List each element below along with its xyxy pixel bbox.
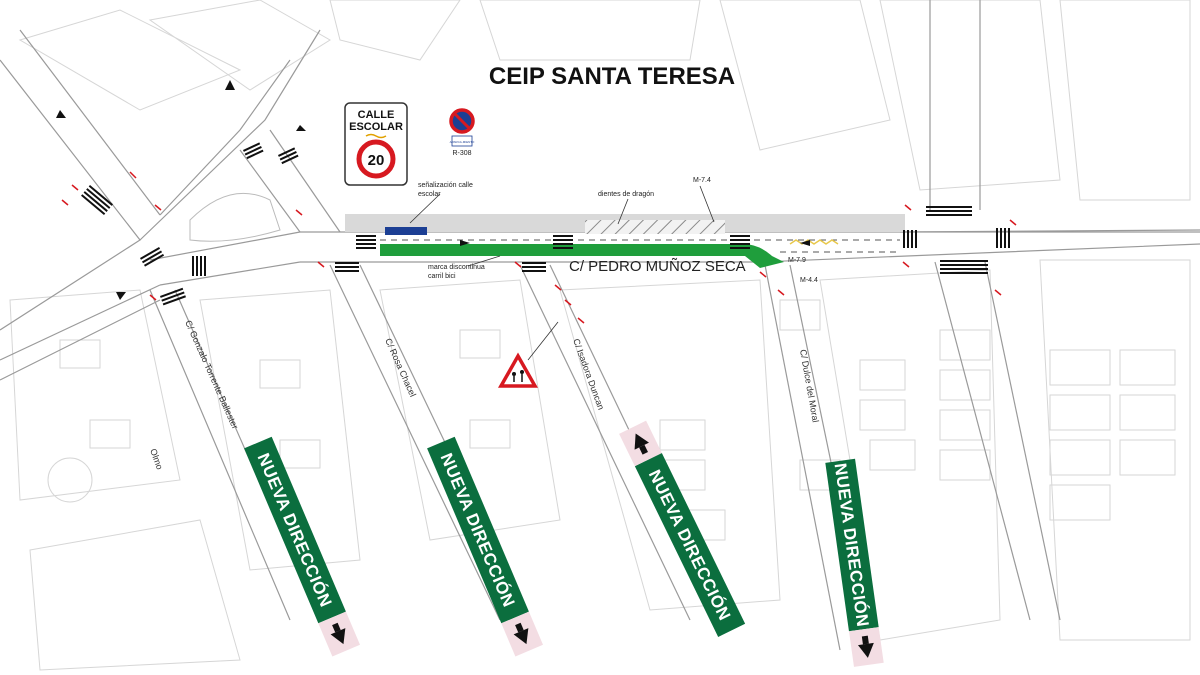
- annot-marca-1: marca discontinua: [428, 264, 485, 271]
- annot-dientes: dientes de dragón: [598, 191, 654, 198]
- street-label-isadora: C/ Isadora Duncan: [571, 337, 606, 411]
- annot-m44: M-4.4: [800, 277, 818, 284]
- sign-line2: ESCOLAR: [349, 121, 403, 133]
- zigzag-marking: [789, 239, 839, 245]
- arrow-down-icon: [330, 628, 346, 645]
- street-label-dulce: C/ Dulce del Moral: [798, 349, 821, 424]
- street-label-olmo: Olmo: [148, 447, 165, 471]
- dragon-teeth-zone: [585, 220, 725, 234]
- no-parking-code: R-308: [452, 150, 471, 157]
- arrow-down-icon: [857, 642, 874, 658]
- calle-escolar-sign: CALLE ESCOLAR 20: [344, 102, 408, 186]
- main-street-label: C/ PEDRO MUÑOZ SECA: [569, 258, 746, 275]
- no-parking-panel: APARCA-MIENTO: [450, 140, 475, 144]
- annot-m74: M-7.4: [693, 177, 711, 184]
- speed-limit: 20: [368, 152, 385, 169]
- zebra-crossings: [81, 142, 1010, 306]
- school-zone-panel: [385, 227, 427, 235]
- arrow-up-icon: [634, 433, 649, 450]
- page-title: CEIP SANTA TERESA: [489, 63, 735, 90]
- direction-banner-gonzalo: NUEVA DIRECCIÓN: [244, 436, 360, 657]
- red-marks: [61, 171, 1017, 324]
- road-network: [0, 0, 1200, 651]
- annot-m79: M-7.9: [788, 257, 806, 264]
- direction-arrows: [56, 80, 810, 300]
- annot-marca-2: carril bici: [428, 273, 456, 280]
- sign-line1: CALLE: [358, 109, 395, 121]
- direction-banner-dulce: NUEVA DIRECCIÓN: [825, 458, 884, 667]
- traffic-island: [189, 192, 281, 242]
- banner-text-2: NUEVA DIRECCIÓN: [437, 450, 519, 610]
- street-label-rosa: C/ Rosa Chacel: [383, 337, 418, 399]
- arrow-down-icon: [513, 628, 529, 645]
- banner-text-1: NUEVA DIRECCIÓN: [254, 450, 336, 610]
- bike-lane: [380, 244, 784, 268]
- children-crossing-sign: [497, 352, 539, 388]
- annot-senalizacion-2: escolar: [418, 191, 441, 198]
- no-parking-sign: APARCA-MIENTO R-308: [449, 108, 475, 157]
- street-label-gonzalo: C/ Gonzalo Torrente Ballester: [183, 319, 240, 431]
- building-blocks: [9, 0, 1191, 671]
- annot-senalizacion-1: señalización calle: [418, 182, 473, 189]
- direction-banner-rosa: NUEVA DIRECCIÓN: [427, 436, 543, 657]
